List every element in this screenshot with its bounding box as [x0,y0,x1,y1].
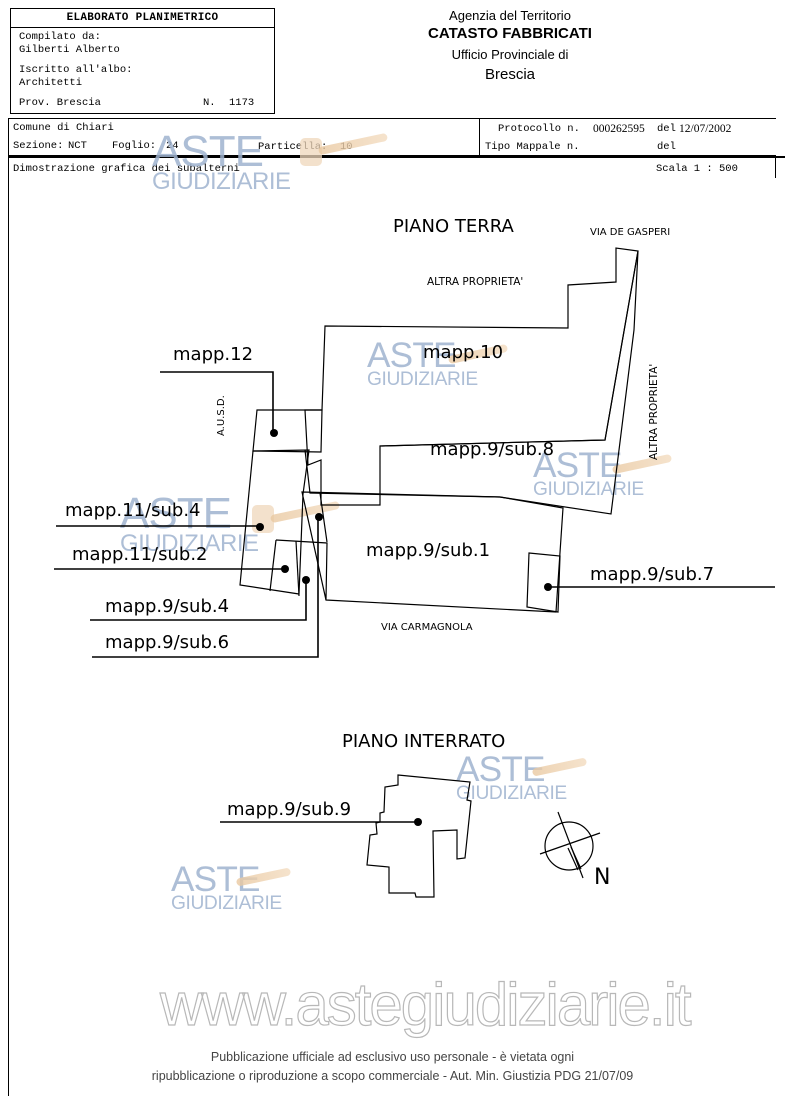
parcel-mapp9-sub8-outline [304,250,639,515]
street-south: VIA CARMAGNOLA [381,622,473,633]
leader-mapp9-sub4 [90,581,307,621]
cadastral-info-box [8,118,776,156]
agency-office: Ufficio Provinciale di [451,47,569,62]
frame-right-border [775,156,776,178]
agency-city: Brescia [484,66,536,83]
street-north: VIA DE GASPERI [590,227,670,238]
foglio-label: Foglio: [112,140,157,152]
label-mapp9-sub8: mapp.9/sub.8 [430,439,554,460]
watermark-logo: ASTE GIUDIZIARIE [456,752,567,803]
watermark-brand-top: ASTE [120,489,232,538]
parcel-mapp11 [239,449,310,595]
registered-label: Iscritto all'albo: [19,64,133,76]
label-mapp11-sub2: mapp.11/sub.2 [72,544,208,565]
foglio-value: 24 [166,140,179,152]
drawing-description: Dimostrazione grafica dei subalterni [13,163,240,175]
label-mapp9-sub1: mapp.9/sub.1 [366,540,490,561]
info-divider [479,118,480,156]
marker-mapp11-sub4 [256,523,264,531]
number-label: N. [203,97,216,109]
marker-mapp9-sub9 [414,818,422,826]
tipo-mappale-label: Tipo Mappale n. [485,141,580,153]
watermark-brand-bottom: GIUDIZIARIE [120,530,259,557]
marker-mapp11-sub2 [281,565,289,573]
label-mapp12: mapp.12 [173,344,253,365]
drawing-scale: Scala 1 : 500 [656,163,738,175]
compiled-by-name: Gilberti Alberto [19,44,120,56]
info-separator [8,156,785,158]
protocollo-label: Protocollo n. [498,123,580,135]
label-mapp10: mapp.10 [423,342,503,363]
ausd-label: A.U.S.D. [216,395,227,436]
compiled-by-label: Compilato da: [19,31,101,43]
ground-floor-title: PIANO TERRA [393,216,514,237]
watermark-brand-bottom: GIUDIZIARIE [533,478,644,500]
watermark-logo: ASTE GIUDIZIARIE [367,338,478,389]
protocollo-del-label: del [657,123,676,135]
marker-mapp12 [270,429,278,437]
protocollo-date: 12/07/2002 [679,123,732,135]
sezione-label: Sezione: [13,140,64,152]
watermark-site-url: www.astegiudiziarie.it [159,970,692,1038]
label-mapp11-sub4: mapp.11/sub.4 [65,500,201,521]
agency-name: Agenzia del Territorio [449,8,571,23]
header-box: ELABORATO PLANIMETRICO Compilato da: Gil… [10,8,275,114]
marker-mapp9-sub6 [315,513,323,521]
label-mapp9-sub6: mapp.9/sub.6 [105,632,229,653]
footer-notice-line2: ripubblicazione o riproduzione a scopo c… [151,1069,634,1083]
north-label: N [594,865,610,890]
marker-mapp9-sub4 [302,576,310,584]
tipo-mappale-del-label: del [657,141,676,153]
registered-value: Architetti [19,77,83,89]
marker-mapp9-sub7 [544,583,552,591]
watermark-brand-bottom: GIUDIZIARIE [367,368,478,390]
north-arrow-icon [539,811,601,879]
leader-mapp12 [160,371,274,433]
footer-notice-line1: Pubblicazione ufficiale ad esclusivo uso… [210,1050,575,1064]
other-property-top: ALTRA PROPRIETA' [427,276,523,288]
watermark-brand-top: ASTE [152,127,264,176]
watermark-brand-bottom: GIUDIZIARIE [152,168,291,195]
watermark-logo: ASTE GIUDIZIARIE [120,492,259,556]
number-value: 1173 [229,97,255,109]
frame-left-border [8,156,9,1096]
watermark-brand-top: ASTE [456,749,546,789]
label-mapp9-sub7: mapp.9/sub.7 [590,564,714,585]
watermark-brand-bottom: GIUDIZIARIE [456,782,567,804]
watermark-logo: ASTE GIUDIZIARIE [533,448,644,499]
comune: Comune di Chiari [13,122,114,134]
label-mapp9-sub4: mapp.9/sub.4 [105,596,229,617]
watermark-brand-bottom: GIUDIZIARIE [171,892,282,914]
label-mapp9-sub9: mapp.9/sub.9 [227,799,351,820]
basement-title: PIANO INTERRATO [342,731,505,752]
protocollo-number: 000262595 [593,123,645,135]
other-property-right: ALTRA PROPRIETA' [648,364,660,460]
agency-department: CATASTO FABBRICATI [428,25,592,42]
watermark-brand-top: ASTE [533,445,623,485]
gavel-icon [300,138,322,166]
parcel-mapp12 [252,409,323,453]
parcel-mapp11-sub2 [275,539,328,601]
parcel-mapp9-sub7 [526,552,561,613]
watermark-brand-top: ASTE [367,335,457,375]
sezione-value: NCT [68,140,87,152]
parcel-mapp9-sub9 [366,774,472,898]
leader-mapp9-sub6 [92,517,319,658]
watermark-logo: ASTE GIUDIZIARIE [152,130,291,194]
document-title: ELABORATO PLANIMETRICO [11,9,274,28]
province: Prov. Brescia [19,97,101,109]
